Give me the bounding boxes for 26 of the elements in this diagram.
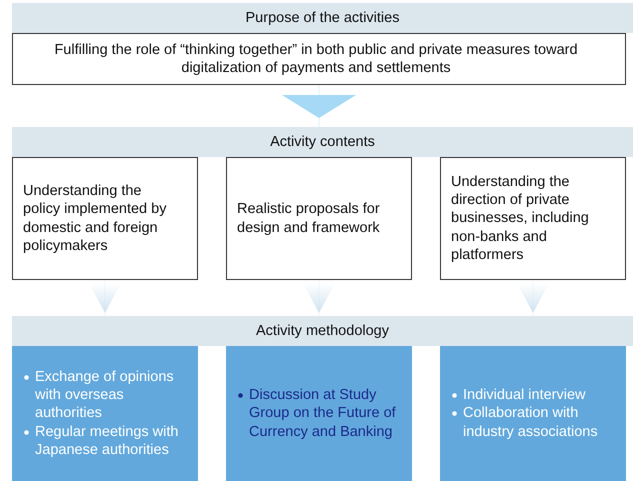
method-box: [226, 346, 412, 481]
box-text: Understanding the policy implemented by domestic and foreign policymakers: [23, 182, 168, 255]
bullet-item: Exchange of opinions with overseas authorities: [35, 368, 175, 423]
flow-arrow: [92, 280, 119, 316]
content-box: [12, 33, 626, 85]
content-box: [226, 157, 412, 280]
section-title: Purpose of the activities: [246, 10, 400, 26]
section-title: Activity methodology: [256, 323, 389, 339]
bullet-item: Individual interview: [463, 386, 587, 404]
content-box: [440, 157, 626, 280]
section-title: Activity contents: [270, 134, 375, 150]
method-box: [440, 346, 626, 481]
section-header-band: [12, 316, 633, 346]
content-box: [12, 157, 198, 280]
bullet-item: Regular meetings with Japanese authorities: [35, 422, 180, 459]
bullet-item: Collaboration with industry associations: [463, 404, 599, 441]
flow-arrow: [520, 280, 547, 316]
box-text: Fulfilling the role of “thinking together” in both public and private measures toward digitalization of payments and settlements: [53, 40, 579, 78]
box-text: Understanding the direction of private businesses, including non-banks and platformers: [451, 173, 590, 264]
bullet-item: Discussion at Study Group on the Future of Currency and Banking: [249, 386, 397, 441]
section-header-band: [12, 127, 633, 157]
box-text: Realistic proposals for design and framework: [237, 200, 381, 237]
method-box: [12, 346, 198, 481]
flow-arrow: [282, 84, 356, 128]
section-header-band: [12, 3, 633, 33]
flow-arrow: [306, 280, 333, 316]
